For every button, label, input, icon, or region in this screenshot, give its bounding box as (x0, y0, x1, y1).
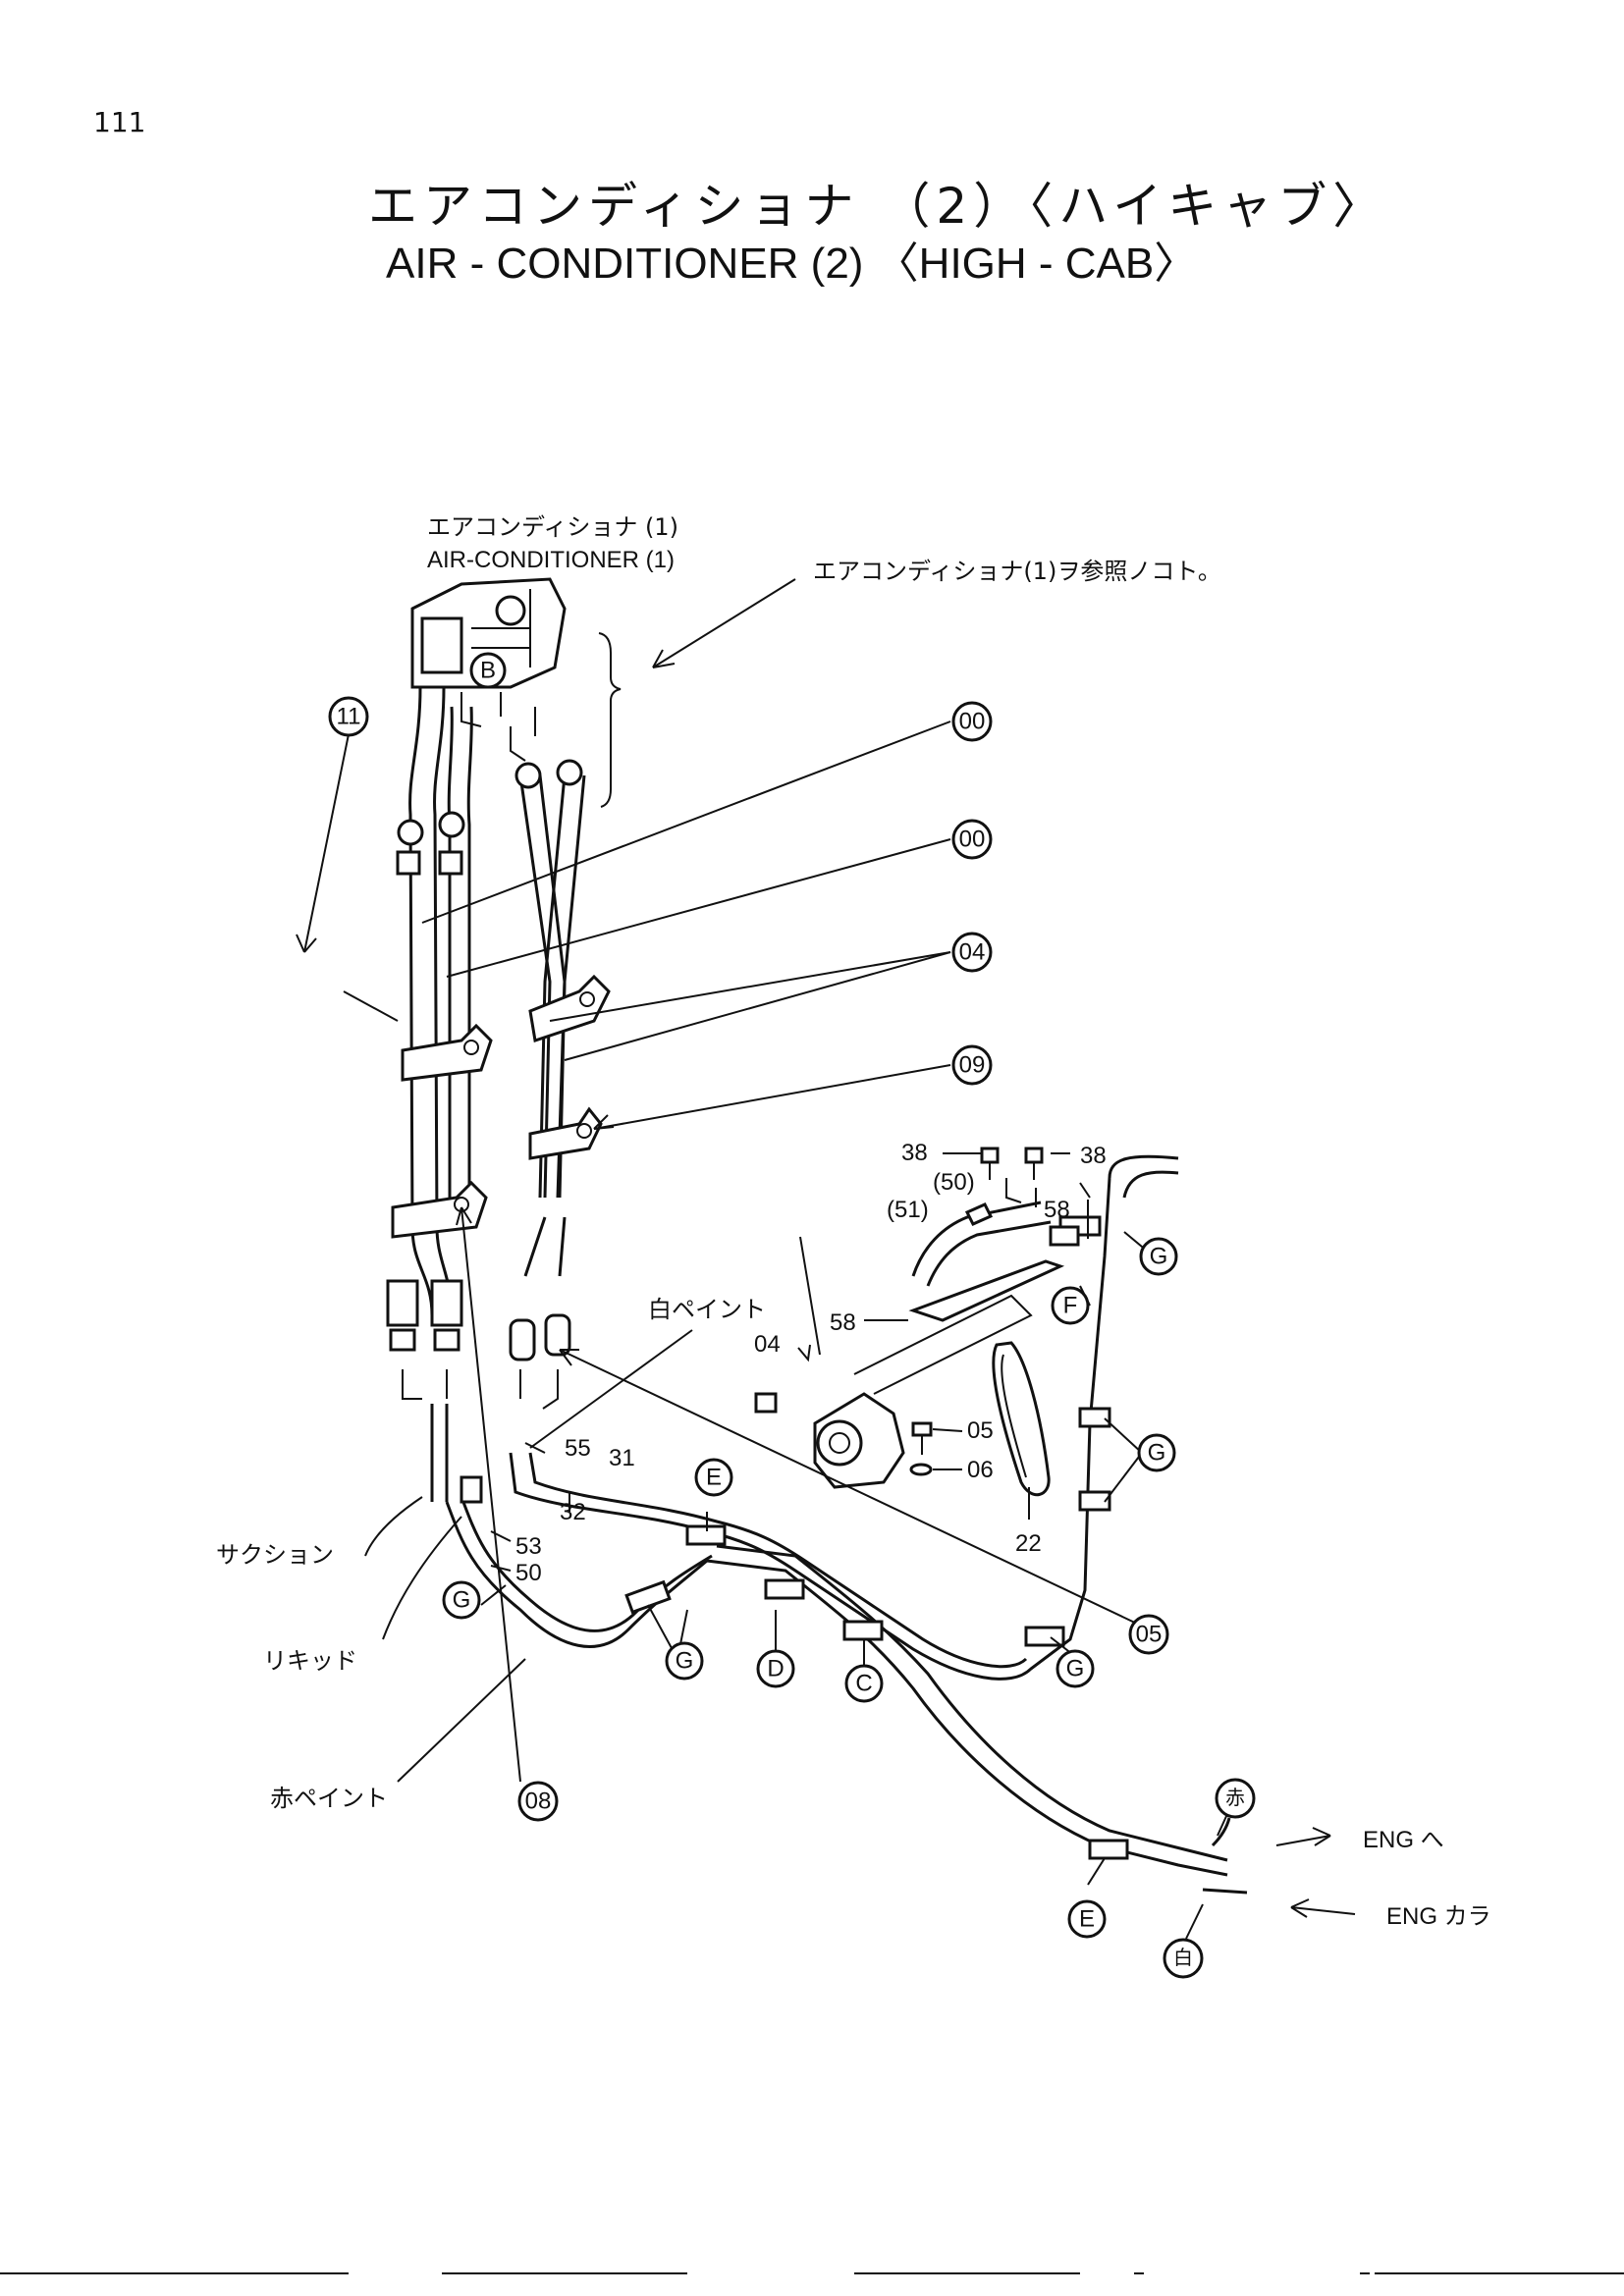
to-engine-label: ENG へ (1363, 1827, 1444, 1853)
part-number-50-bracket: (50) (933, 1169, 975, 1196)
see-note-arrow-line (652, 578, 796, 668)
callout-G-left-label: G (453, 1587, 471, 1614)
see-reference-note: エアコンディショナ(1)ヲ参照ノコト。 (813, 558, 1221, 585)
callout-C-label: C (855, 1671, 872, 1697)
part-number-05: 05 (967, 1417, 994, 1444)
callout-11-label: 11 (337, 704, 361, 730)
callout-F-label: F (1063, 1293, 1078, 1319)
callout-C: C (844, 1664, 884, 1703)
callout-red: 赤 (1215, 1778, 1256, 1819)
liquid-label: リキッド (263, 1647, 357, 1675)
callout-09: 09 (951, 1044, 993, 1086)
callout-D: D (756, 1649, 795, 1688)
callout-E-lower: E (1067, 1899, 1107, 1939)
red-paint-note: 赤ペイント (270, 1785, 388, 1812)
part-number-53: 53 (515, 1533, 542, 1560)
callout-G-lower-right: G (1056, 1649, 1095, 1688)
part-number-50: 50 (515, 1560, 542, 1586)
callout-B-label: B (480, 658, 496, 684)
part-number-32: 32 (560, 1499, 586, 1525)
page-title-english: AIR - CONDITIONER (2) 〈HIGH - CAB〉 (386, 240, 1198, 288)
part-number-06: 06 (967, 1457, 994, 1483)
compressor (754, 1236, 1051, 1496)
air-conditioner-unit: B (410, 577, 567, 727)
white-paint-note: 白ペイント (648, 1296, 766, 1323)
callout-G-center-label: G (676, 1648, 694, 1675)
left-hose-assembly (386, 686, 493, 1502)
callout-05: 05 (1128, 1614, 1169, 1655)
reference-brace (598, 632, 622, 808)
callout-B (469, 652, 507, 689)
part-number-22: 22 (1015, 1530, 1042, 1557)
callout-G-mid-right: G (1137, 1433, 1176, 1472)
callout-G-left: G (442, 1580, 481, 1620)
leader-lines (296, 721, 1356, 1940)
part-number-38-left: 38 (901, 1140, 928, 1166)
page-title-japanese: エアコンディショナ （2）〈ハイキャブ〉 (368, 178, 1388, 235)
part-number-58-upper: 58 (1044, 1197, 1070, 1223)
part-number-55: 55 (565, 1435, 591, 1462)
callout-08: 08 (517, 1781, 559, 1822)
callout-11: 11 (328, 696, 369, 737)
callout-white: 白 (1163, 1938, 1204, 1979)
callout-E-upper: E (694, 1458, 733, 1497)
callout-D-label: D (767, 1656, 784, 1682)
callout-G-top-right-label: G (1150, 1244, 1168, 1270)
page-number: 111 (93, 106, 146, 138)
callout-G-mid-right-label: G (1148, 1440, 1166, 1467)
callout-00-lower: 00 (951, 819, 993, 860)
from-engine-label: ENG カラ (1386, 1903, 1491, 1930)
callout-G-center: G (665, 1641, 704, 1681)
callout-04: 04 (951, 932, 993, 973)
callout-09-label: 09 (959, 1052, 986, 1079)
callout-F: F (1051, 1286, 1090, 1325)
lower-hose-routing (445, 1154, 1248, 1895)
callout-red-label: 赤 (1225, 1787, 1245, 1809)
part-number-38-right: 38 (1080, 1143, 1107, 1169)
see-note-arrowhead (652, 649, 676, 668)
part-number-58-lower: 58 (830, 1309, 856, 1336)
callout-04-label: 04 (959, 939, 986, 966)
callout-E-upper-label: E (706, 1465, 722, 1491)
ref-label-japanese: エアコンディショナ (1) (427, 513, 678, 541)
callout-00-upper: 00 (951, 701, 993, 742)
callout-00-upper-label: 00 (959, 709, 986, 735)
part-number-04: 04 (754, 1331, 781, 1358)
right-hose-assembly (509, 707, 611, 1410)
callout-G-top-right: G (1139, 1237, 1178, 1276)
callout-05-label: 05 (1136, 1622, 1163, 1648)
callout-00-lower-label: 00 (959, 827, 986, 853)
callout-G-lower-right-label: G (1066, 1656, 1085, 1682)
part-number-51: (51) (887, 1197, 929, 1223)
part-number-31: 31 (609, 1445, 635, 1471)
compressor-bracket (908, 1147, 1091, 1322)
suction-label: サクション (216, 1541, 334, 1569)
callout-E-lower-label: E (1079, 1906, 1095, 1933)
callout-08-label: 08 (525, 1789, 552, 1815)
callout-white-label: 白 (1173, 1947, 1193, 1969)
ref-label-english: AIR-CONDITIONER (1) (427, 547, 675, 573)
